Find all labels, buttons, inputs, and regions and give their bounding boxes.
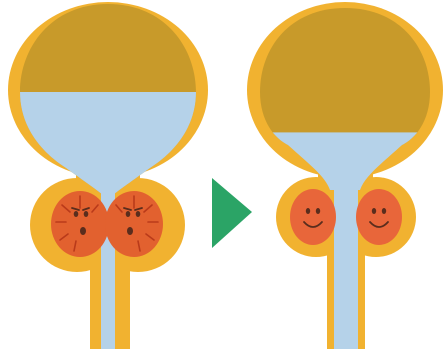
prostate-right-lobe-enlarged [105, 191, 163, 257]
prostate-right-lobe-normal [356, 189, 402, 245]
panel-after [240, 0, 447, 349]
panel-before [0, 0, 220, 349]
transition-arrow-icon [212, 178, 252, 248]
prostate-left-lobe-normal [290, 189, 336, 245]
urethra-right [334, 185, 358, 349]
prostate-left-lobe-enlarged [51, 191, 109, 257]
